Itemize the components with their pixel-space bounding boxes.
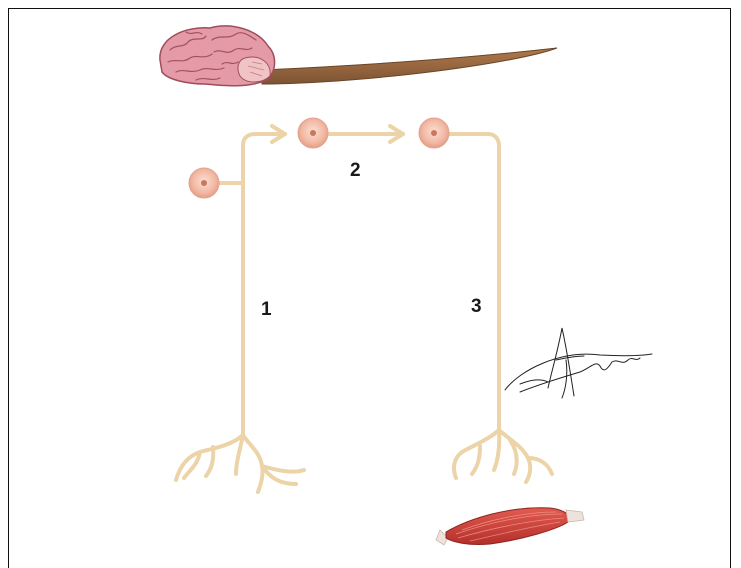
brain-icon: [160, 26, 275, 86]
neuron-1-label: 1: [261, 299, 272, 321]
neuron-1-dendrites: [176, 435, 304, 492]
neuron-1-cell-body: [189, 168, 219, 198]
neuron-2-cell-body: [298, 118, 328, 148]
neuron-3-cell-body: [419, 118, 449, 148]
neuron-2-label: 2: [350, 160, 361, 182]
neuron-3-terminals: [454, 430, 552, 482]
neuron-1-axon: [243, 134, 285, 435]
neuron-3-axon: [448, 134, 499, 430]
neuron-3-label: 3: [471, 296, 482, 318]
artist-signature: [505, 328, 652, 398]
neuron-fibers: [176, 126, 552, 492]
spinal-cord: [262, 48, 557, 84]
muscle-icon: [436, 508, 584, 545]
